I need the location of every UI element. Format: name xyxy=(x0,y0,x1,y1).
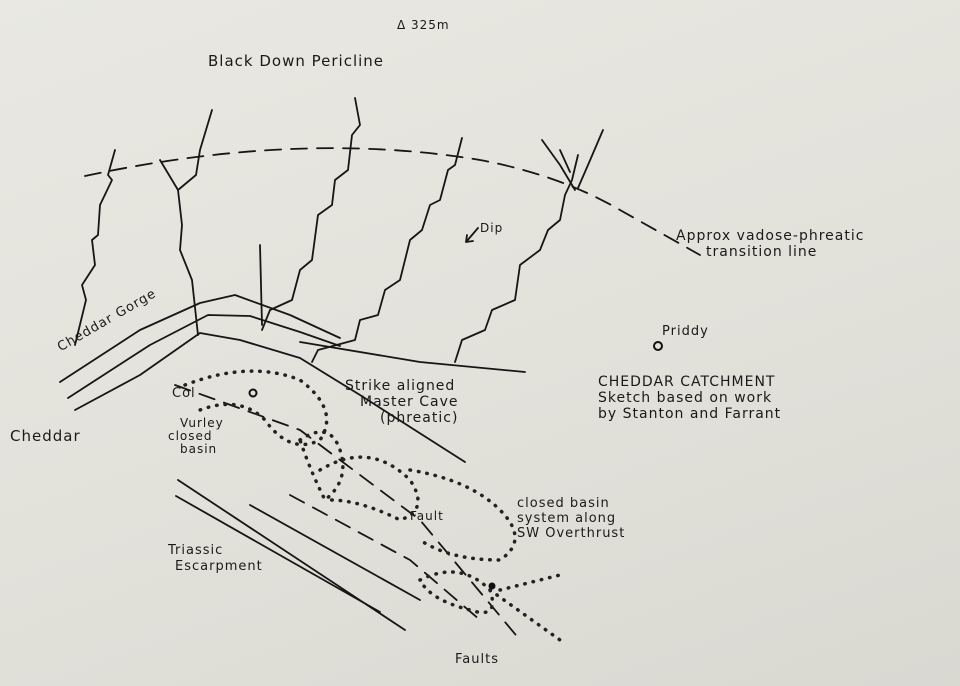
col-label: Col xyxy=(172,386,196,401)
closed-basin-line-1: closed basin xyxy=(517,496,610,511)
transition-label-line-2: transition line xyxy=(706,244,818,260)
escarpment-line-b: Escarpment xyxy=(175,559,263,574)
transition-label-line-1: Approx vadose-phreatic xyxy=(676,228,865,244)
stream-5-branch-a xyxy=(541,139,576,191)
gorge-floor xyxy=(74,332,466,463)
stream-5 xyxy=(454,154,579,363)
closed-basin-label: closed basin system along SW Overthrust xyxy=(517,496,625,541)
fault-line-1 xyxy=(174,384,521,641)
dip-label: Dip xyxy=(480,221,504,235)
priddy-point xyxy=(653,341,663,351)
basin-dots-2 xyxy=(297,430,345,503)
col-point xyxy=(248,388,258,398)
escarpment-line-2 xyxy=(175,495,381,613)
stream-2 xyxy=(177,109,213,336)
map-title: Black Down Pericline xyxy=(208,52,385,70)
master-cave-label: Strike aligned Master Cave (phreatic) xyxy=(345,378,459,426)
master-cave-line-3: (phreatic) xyxy=(380,410,459,426)
gorge-north-bank xyxy=(59,294,341,383)
cheddar-label: Cheddar xyxy=(10,427,81,445)
stream-3b xyxy=(259,244,263,326)
vurley-line-3: basin xyxy=(180,442,218,456)
fault-label: Fault xyxy=(410,509,444,523)
closed-basin-line-3: SW Overthrust xyxy=(517,526,626,541)
catchment-line-3: by Stanton and Farrant xyxy=(598,406,782,422)
fault-line-2 xyxy=(289,494,481,621)
vurley-line-2: closed xyxy=(168,429,213,443)
escarpment-line-3 xyxy=(249,504,421,601)
gorge-south-bank xyxy=(67,314,341,399)
transition-label: Approx vadose-phreatic transition line xyxy=(676,228,864,260)
summit-label: Δ 325m xyxy=(397,18,450,32)
stream-2-branch xyxy=(159,159,179,191)
closed-basin-line-2: system along xyxy=(517,511,617,526)
basin-dots-5 xyxy=(418,570,495,615)
dip-arrow-icon xyxy=(465,227,479,243)
stream-3 xyxy=(261,97,361,331)
basin-dots-6 xyxy=(488,573,562,642)
catchment-line-2: Sketch based on work xyxy=(598,390,773,406)
vurley-label: Vurley closed basin xyxy=(168,417,224,456)
basin-point xyxy=(488,582,496,590)
master-cave-line-1: Strike aligned xyxy=(345,378,456,394)
master-cave-line-2: Master Cave xyxy=(360,394,459,410)
stream-4 xyxy=(311,137,463,363)
basin-dots-4 xyxy=(408,468,517,562)
basin-dots-3 xyxy=(318,455,420,522)
catchment-title: CHEDDAR CATCHMENT xyxy=(598,374,776,390)
catchment-label: CHEDDAR CATCHMENT Sketch based on work b… xyxy=(598,374,781,422)
faults-label: Faults xyxy=(455,652,499,667)
master-cave-line xyxy=(299,341,526,373)
vurley-line-1: Vurley xyxy=(180,416,224,430)
stream-1 xyxy=(74,149,116,346)
vadose-phreatic-line xyxy=(84,147,701,256)
basin-dots-1 xyxy=(183,369,329,447)
stream-5-branch-b xyxy=(577,129,604,189)
stream-5-branch-c xyxy=(559,149,571,173)
escarpment-label: Triassic Escarpment xyxy=(160,543,263,575)
escarpment-line-a: Triassic xyxy=(168,543,224,558)
priddy-label: Priddy xyxy=(662,324,709,339)
